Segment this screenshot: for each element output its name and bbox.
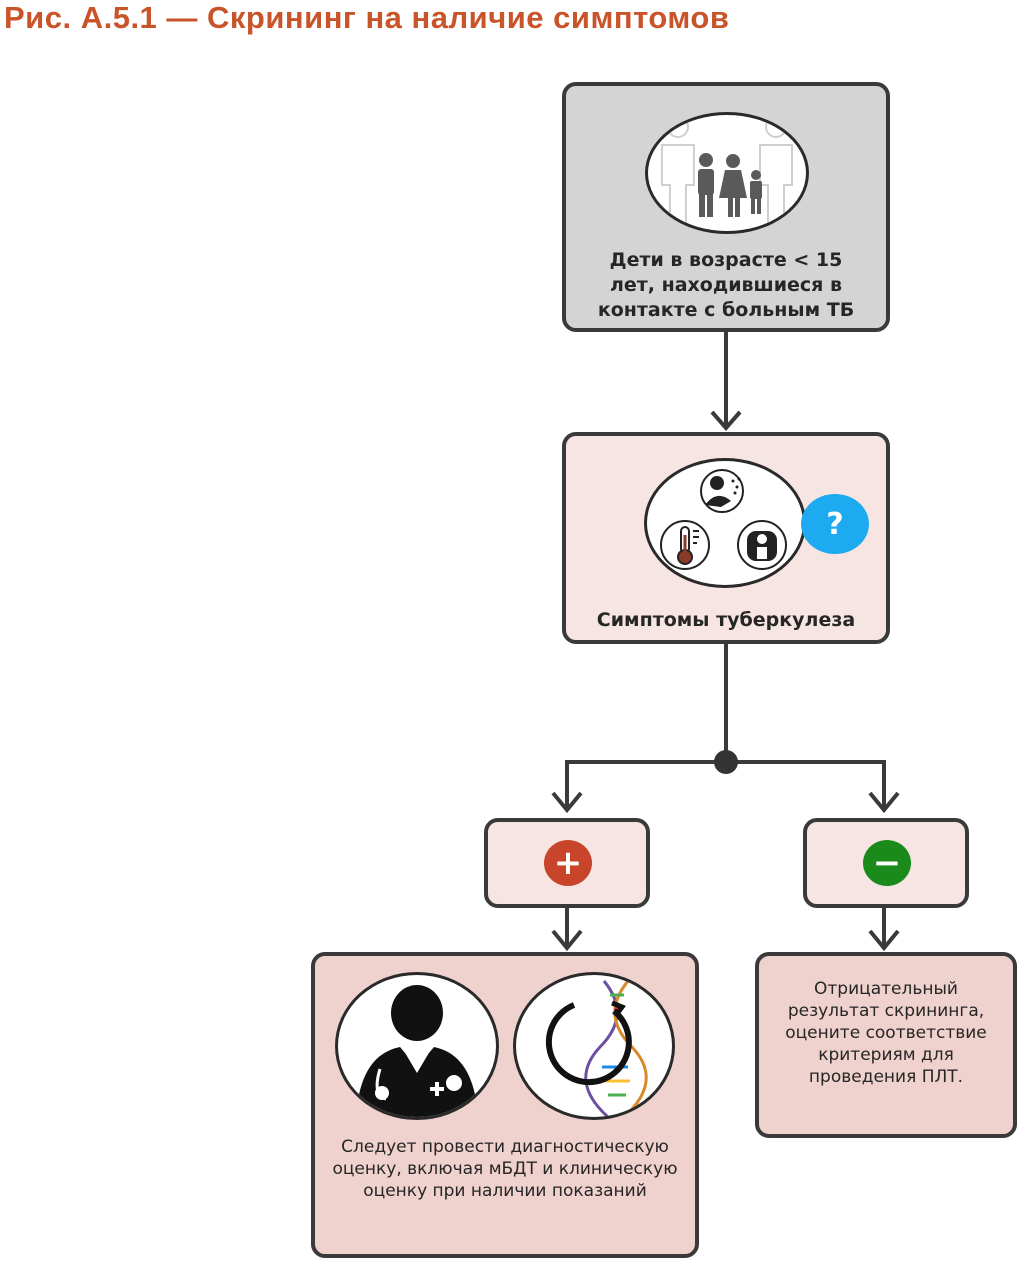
family-icon	[645, 112, 809, 234]
question-badge-icon: ?	[801, 494, 869, 554]
plus-icon: +	[544, 840, 592, 886]
doctor-icon	[335, 972, 499, 1120]
negative-node: −	[803, 818, 969, 908]
negative-result-text: Отрицательный результат скрининга, оцени…	[785, 979, 987, 1087]
diagnostic-node: Следует провести диагностическую оценку,…	[311, 952, 699, 1258]
symptoms-node: ? Симптомы туберкулеза	[562, 432, 890, 644]
negative-result-node: Отрицательный результат скрининга, оцени…	[755, 952, 1017, 1138]
symptoms-icon	[644, 458, 806, 588]
dna-test-icon	[513, 972, 675, 1120]
branch-node	[714, 750, 738, 774]
symptoms-text: Симптомы туберкулеза	[596, 609, 856, 631]
figure-title: Рис. А.5.1 — Скрининг на наличие симптом…	[4, 0, 730, 35]
contacts-node: Дети в возрасте < 15 лет, находившиеся в…	[562, 82, 890, 332]
positive-node: +	[484, 818, 650, 908]
diagnostic-text: Следует провести диагностическую оценку,…	[332, 1137, 678, 1201]
minus-icon: −	[863, 840, 911, 886]
contacts-text: Дети в возрасте < 15 лет, находившиеся в…	[597, 249, 855, 321]
